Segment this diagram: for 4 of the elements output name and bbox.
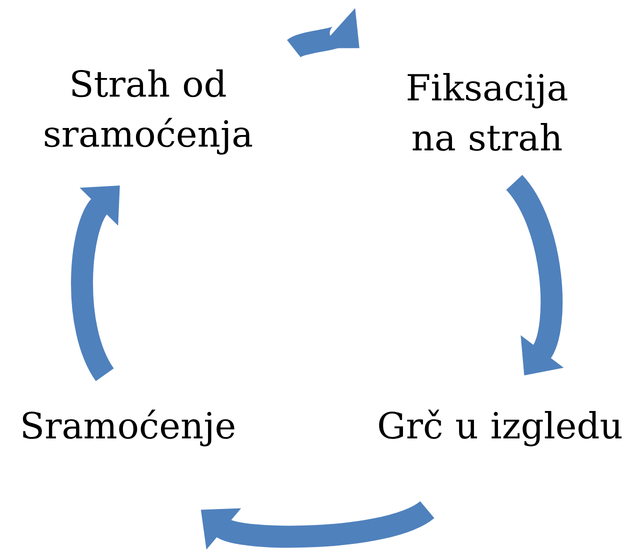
node-label: Fiksacija na strah	[408, 73, 568, 151]
node-label: Grč u izgledu	[379, 410, 622, 446]
node-label: Sramoćenje	[22, 410, 234, 446]
node-label: Strah od sramoćenja	[44, 69, 252, 155]
